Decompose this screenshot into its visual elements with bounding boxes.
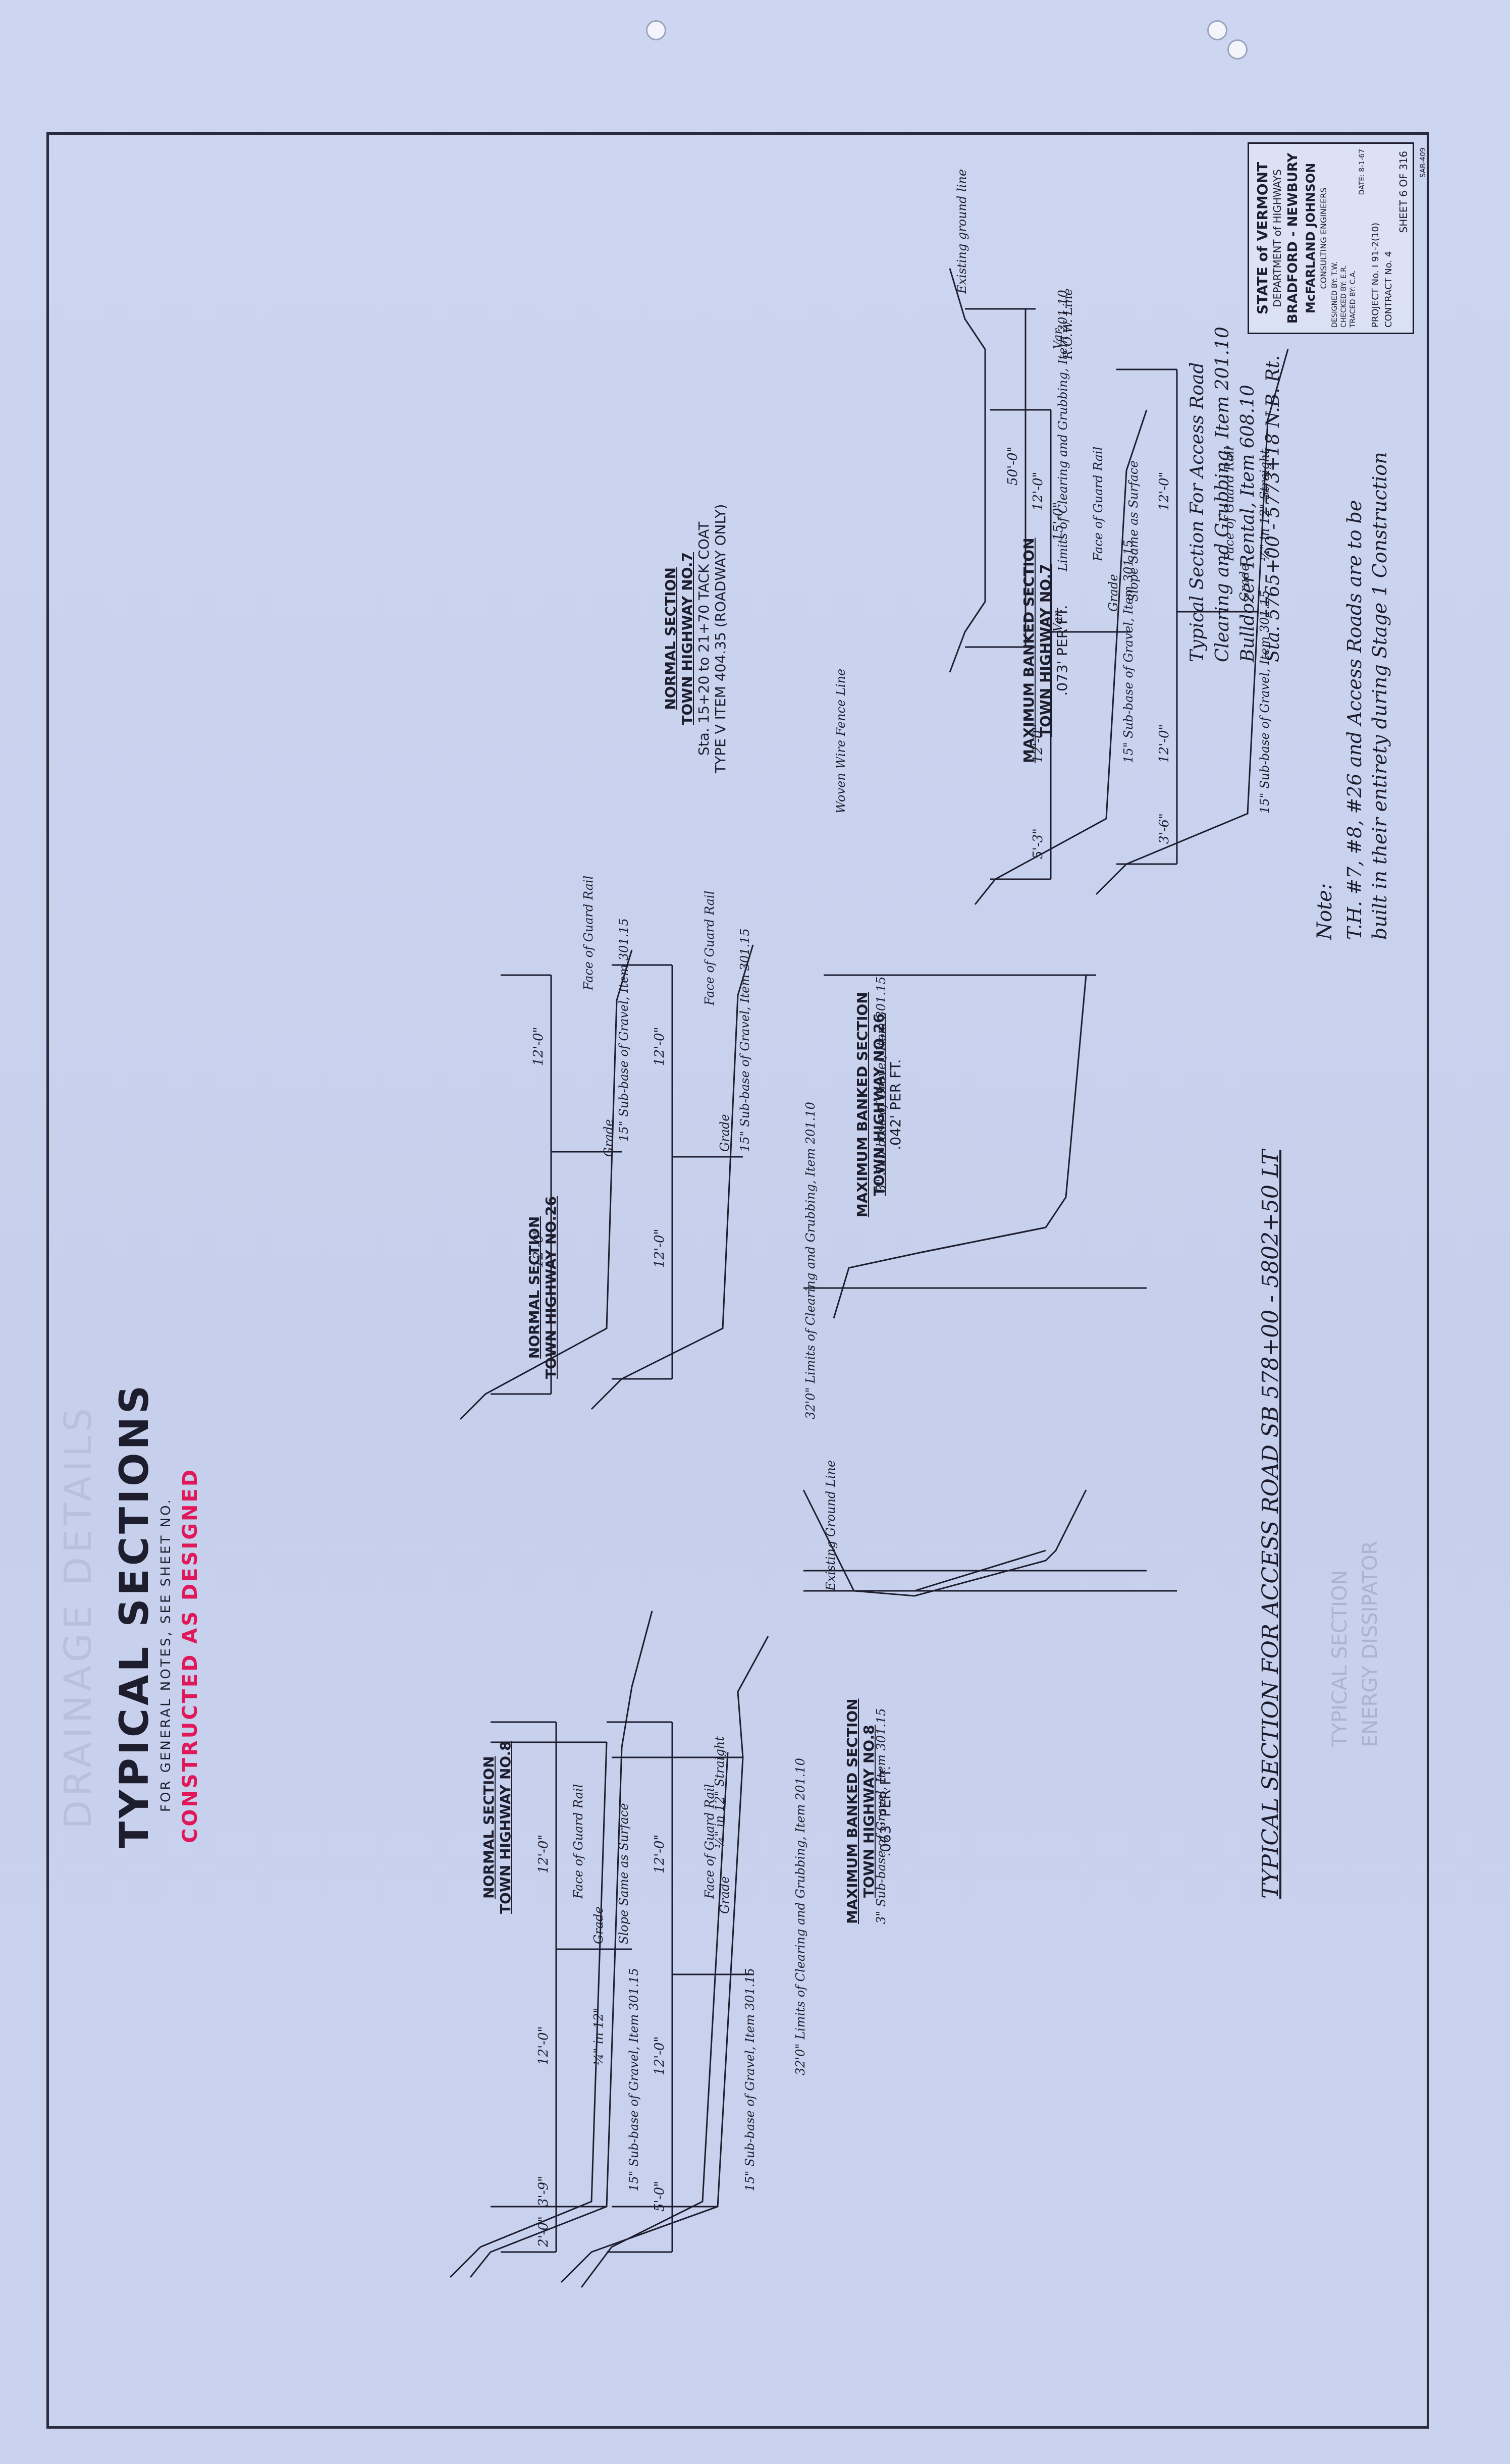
title-block: STATE of VERMONT DEPARTMENT of HIGHWAYS … bbox=[1248, 142, 1414, 334]
punch-hole-right-2 bbox=[1227, 39, 1248, 60]
existing-ground-2: Existing ground line bbox=[955, 169, 969, 294]
limits-clearing-1: 32'0" Limits of Clearing and Grubbing, I… bbox=[793, 1758, 807, 2075]
limits-clearing-2: 32'0" Limits of Clearing and Grubbing, I… bbox=[803, 1102, 818, 1419]
dim-12ft-2: 12'-0" bbox=[536, 1834, 551, 1873]
section-th8-normal bbox=[560, 1636, 769, 2288]
dim-12ft-4: 12'-0" bbox=[652, 1834, 667, 1873]
access-road-line4: Sta. 5765+00 - 5773+18 N.B. Rt. bbox=[1263, 355, 1283, 662]
subbase-label-1: 15" Sub-base of Gravel, Item 301.15 bbox=[627, 1968, 641, 2191]
subbase-3-1: 3" Sub-base of Gravel, Item 301.15 bbox=[874, 1708, 888, 1924]
note-line1: T.H. #7, #8, #26 and Access Roads are to… bbox=[1343, 500, 1366, 940]
stamp-id: SAR-409 bbox=[1419, 147, 1427, 178]
faint-typical: TYPICAL SECTION bbox=[1328, 1570, 1352, 1747]
tb-state: STATE of VERMONT bbox=[1254, 162, 1271, 315]
access-road-line2: Clearing and Grubbing, Item 201.10 bbox=[1212, 327, 1233, 662]
section-th7-banked bbox=[974, 409, 1148, 905]
faint-energy: ENERGY DISSIPATOR bbox=[1359, 1540, 1382, 1747]
dim-5ft: 5'-0" bbox=[652, 2181, 667, 2212]
tb-dept: DEPARTMENT of HIGHWAYS bbox=[1271, 169, 1283, 307]
dim-12ft-8: 12'-0" bbox=[652, 1027, 667, 1066]
dim-12ft-3: 12'-0" bbox=[652, 2036, 667, 2075]
dim-12ft-1: 12'-0" bbox=[536, 2026, 551, 2065]
dim-2ft-1: 2'-0" bbox=[536, 2216, 551, 2247]
slope-same-2: Slope Same as Surface bbox=[1126, 460, 1141, 602]
access-road-typ: Typical Section For Access Road bbox=[1187, 362, 1208, 662]
sheet-border bbox=[46, 132, 1429, 2429]
tb-contract: CONTRACT No. 4 bbox=[1383, 251, 1394, 328]
section-2-title: NORMAL SECTION TOWN HIGHWAY NO.8 bbox=[480, 1741, 514, 1914]
access-caption: TYPICAL SECTION FOR ACCESS ROAD SB 578+0… bbox=[1258, 1150, 1283, 1899]
dim-3-6: 3'-6" bbox=[1157, 813, 1172, 844]
dim-5-3: 5'-3" bbox=[1031, 828, 1046, 859]
tb-date: DATE: 8-1-67 bbox=[1358, 149, 1366, 195]
note-head: Note: bbox=[1313, 883, 1336, 940]
grade-label-5: Grade bbox=[1106, 574, 1120, 612]
face-guard-rail-1: Face of Guard Rail bbox=[571, 1784, 585, 1899]
section-th7-normal bbox=[1095, 349, 1289, 895]
grade-label-2: Grade bbox=[718, 1876, 732, 1914]
woven-wire-label: Woven Wire Fence Line bbox=[834, 668, 848, 814]
access-road-line3: Bulldozer Rental, Item 608.10 bbox=[1237, 385, 1258, 662]
section-th8-banked bbox=[449, 1611, 653, 2278]
dim-12ft-6: 12'-0" bbox=[531, 1027, 546, 1066]
subbase-3-2: 3" Sub-base of Gravel, Item 301.15 bbox=[874, 976, 888, 1192]
section-access-road bbox=[803, 974, 1147, 1319]
dim-12ft-9: 12'-0" bbox=[1031, 724, 1046, 763]
rotated-drawing: DRAINAGE DETAILS TYPICAL SECTIONS FOR GE… bbox=[46, 132, 1429, 2429]
tb-design: DESIGNED BY: T.W. bbox=[1331, 261, 1339, 328]
section-access-road-right bbox=[949, 268, 1036, 673]
var-label-1: Var. bbox=[1051, 609, 1065, 632]
grade-label-1: Grade bbox=[591, 1906, 606, 1944]
grade-label-3: Grade bbox=[602, 1119, 616, 1157]
section-6-title: NORMAL SECTION TOWN HIGHWAY NO.7 Sta. 15… bbox=[662, 504, 729, 773]
grade-label-4: Grade bbox=[718, 1114, 732, 1152]
subbase-label-4: 15" Sub-base of Gravel, Item 301.15 bbox=[738, 928, 752, 1152]
existing-ground-1: Existing Ground Line bbox=[824, 1460, 838, 1591]
section-access-th8 bbox=[802, 1489, 1177, 1597]
tb-sheet: SHEET 6 OF 316 bbox=[1397, 151, 1410, 233]
face-guard-rail-5: Face of Guard Rail bbox=[1091, 446, 1105, 561]
dim-12ft-11: 12'-0" bbox=[1157, 724, 1172, 763]
note-line2: built in their entirety during Stage 1 C… bbox=[1369, 452, 1391, 940]
face-guard-rail-3: Face of Guard Rail bbox=[581, 875, 596, 990]
section-th26-normal bbox=[590, 944, 754, 1410]
section-th26-banked bbox=[459, 949, 633, 1420]
slope-same-1: Slope Same as Surface bbox=[617, 1803, 631, 1944]
dim-3-9: 3'-9" bbox=[536, 2176, 551, 2207]
tb-project-no: PROJECT No. I 91-2(10) bbox=[1370, 223, 1381, 328]
tb-project: BRADFORD - NEWBURY bbox=[1285, 152, 1301, 324]
dim-12ft-5: 12'-0" bbox=[531, 1228, 546, 1268]
dim-12ft-12: 12'-0" bbox=[1157, 471, 1172, 511]
dim-12ft-10: 12'-0" bbox=[1031, 471, 1046, 511]
tb-traced: TRACED BY: C.A. bbox=[1349, 270, 1357, 328]
tb-consult: CONSULTING ENGINEERS bbox=[1319, 187, 1328, 289]
punch-hole-right bbox=[1207, 20, 1227, 40]
dim-50ft: 50'-0" bbox=[1005, 446, 1020, 486]
slope-ratio-1: ¼" in 12" bbox=[591, 2007, 606, 2065]
subbase-label-2: 15" Sub-base of Gravel, Item 301.15 bbox=[743, 1968, 757, 2191]
var-label-2: Var. bbox=[1051, 326, 1065, 349]
face-guard-rail-4: Face of Guard Rail bbox=[703, 890, 717, 1005]
section-4-title: NORMAL SECTION TOWN HIGHWAY NO.26 bbox=[526, 1196, 559, 1379]
subbase-label-3: 15" Sub-base of Gravel, Item 301.15 bbox=[617, 918, 631, 1142]
dim-12ft-7: 12'-0" bbox=[652, 1228, 667, 1268]
punch-hole-left bbox=[646, 20, 666, 40]
tb-firm: McFARLAND JOHNSON bbox=[1304, 163, 1318, 314]
section-linework bbox=[449, 268, 1289, 2288]
tb-checked: CHECKED BY: E.R. bbox=[1340, 265, 1348, 328]
straight-label-1: ¼" in 12" Straight bbox=[713, 1736, 727, 1848]
